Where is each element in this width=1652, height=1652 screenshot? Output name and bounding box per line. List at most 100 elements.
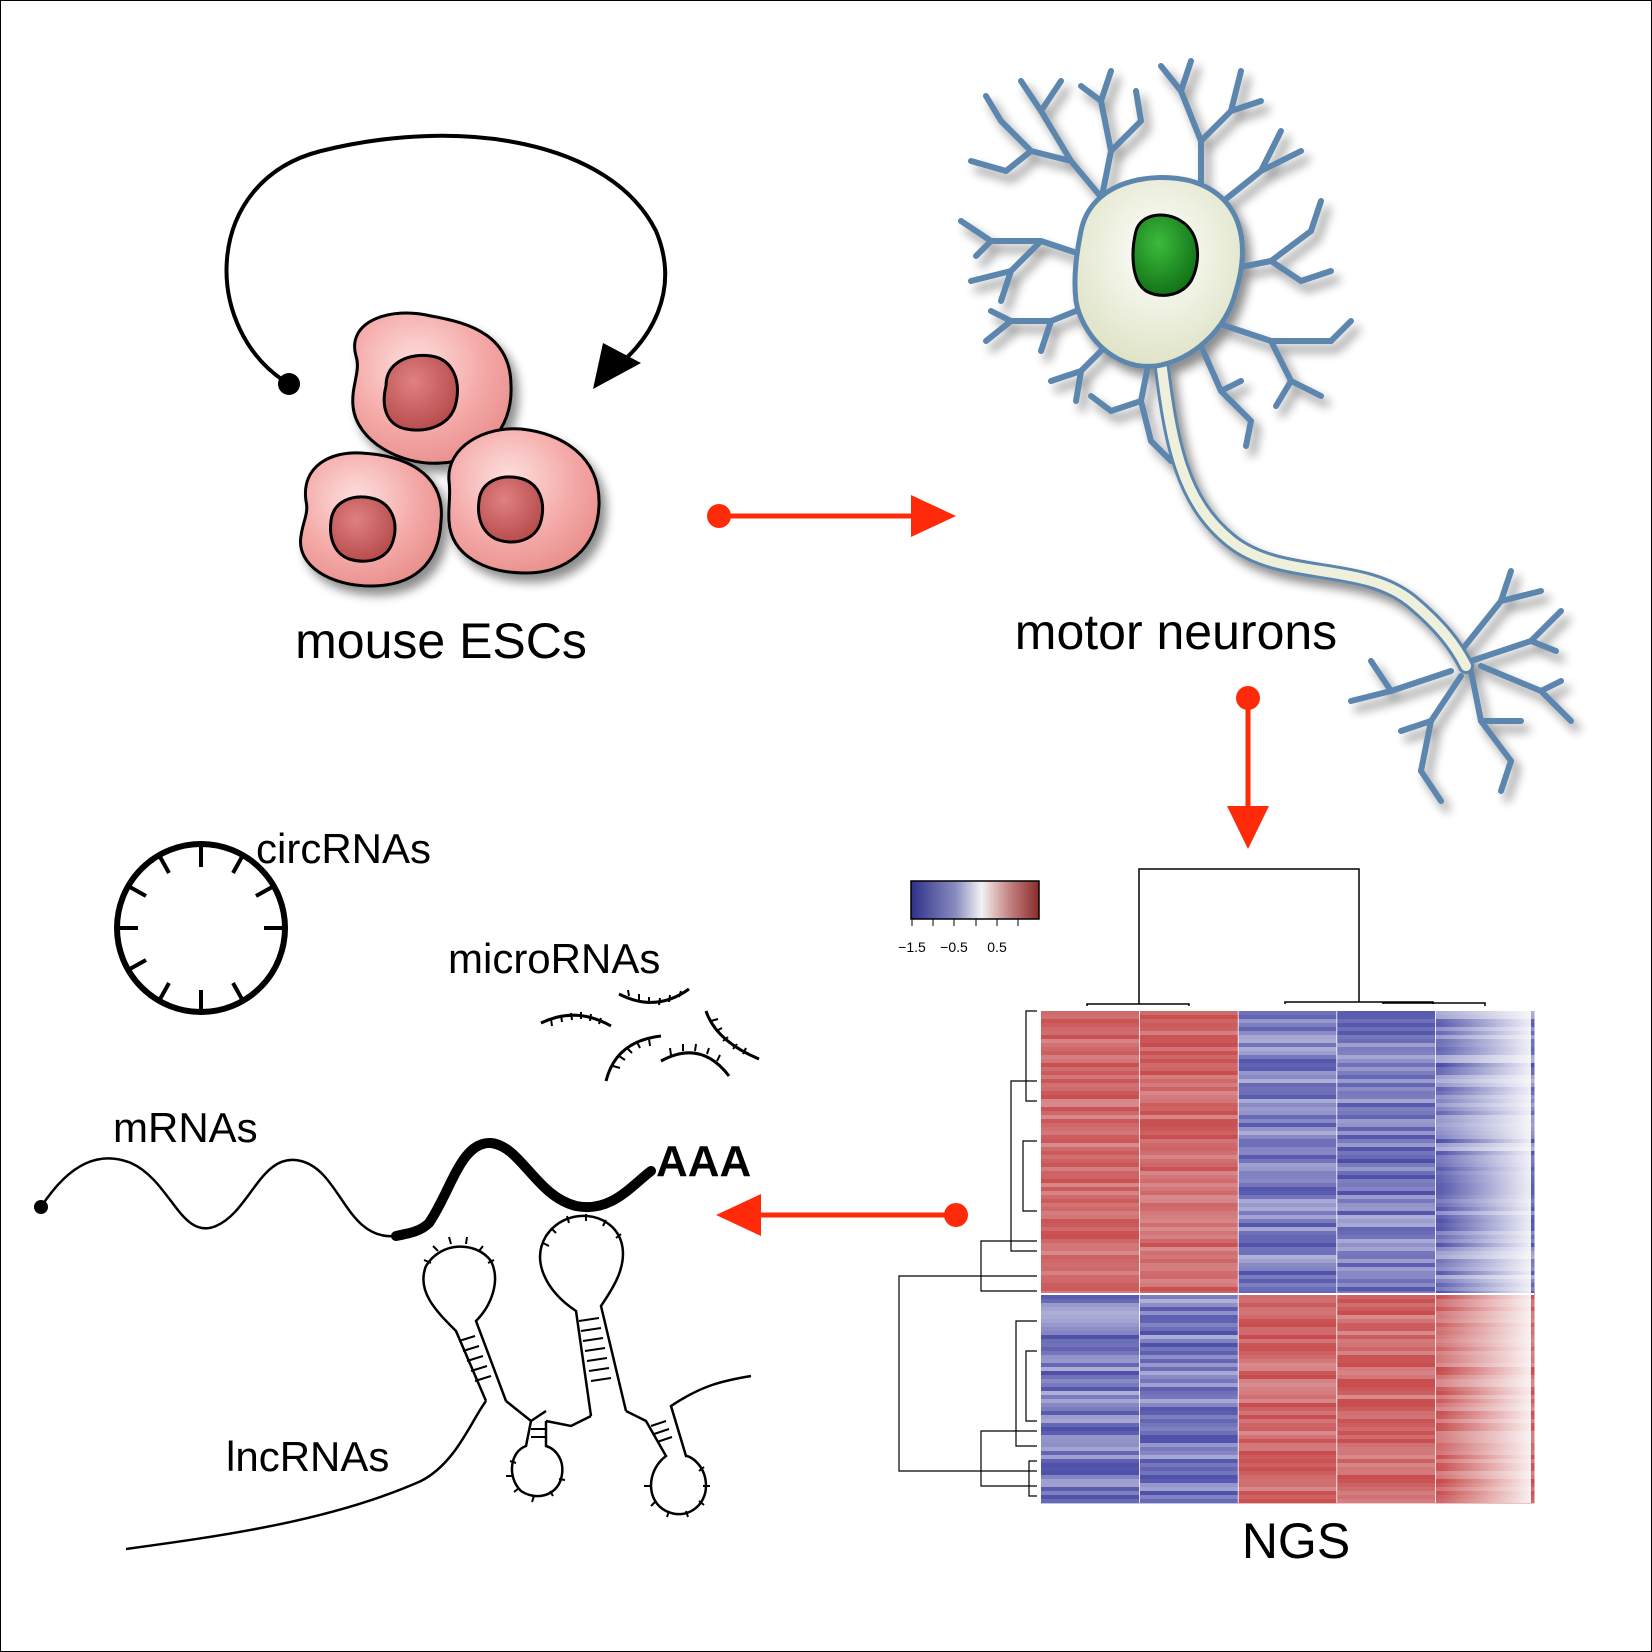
heatmap-stripe: [1139, 1043, 1239, 1048]
heatmap-stripe: [1238, 1243, 1338, 1248]
heatmap-stripe: [1139, 1307, 1239, 1312]
heatmap-stripe: [1336, 1095, 1436, 1100]
heatmap-stripe: [1336, 1067, 1436, 1072]
heatmap-stripe: [1238, 1163, 1338, 1168]
heatmap-stripe: [1238, 1031, 1338, 1036]
heatmap-stripe: [1139, 1263, 1239, 1268]
heatmap-stripe: [1139, 1175, 1239, 1180]
heatmap-stripe: [1139, 1191, 1239, 1196]
heatmap-stripe: [1041, 1487, 1141, 1492]
heatmap-stripe: [1336, 1235, 1436, 1240]
heatmap-stripe: [1336, 1123, 1436, 1128]
heatmap-stripe: [1139, 1411, 1239, 1416]
heatmap-stripe: [1238, 1379, 1338, 1384]
heatmap-stripe: [1139, 1239, 1239, 1244]
heatmap-stripe: [1238, 1255, 1338, 1260]
heatmap-stripe: [1238, 1111, 1338, 1116]
loop-arrowhead: [593, 343, 641, 389]
heatmap-stripe: [1139, 1167, 1239, 1172]
heatmap-stripe: [1336, 1379, 1436, 1384]
heatmap-stripe: [1336, 1395, 1436, 1400]
heatmap-stripe: [1041, 1279, 1141, 1284]
heatmap-stripe: [1139, 1463, 1239, 1468]
heatmap-stripe: [1139, 1347, 1239, 1352]
heatmap-stripe: [1336, 1083, 1436, 1088]
heatmap-stripe: [1041, 1015, 1141, 1020]
heatmap-stripe: [1336, 1059, 1436, 1064]
heatmap-stripe: [1041, 1247, 1141, 1252]
heatmap-fade: [1441, 1011, 1531, 1503]
heatmap-stripe: [1041, 1051, 1141, 1056]
heatmap-stripe: [1238, 1359, 1338, 1364]
heatmap-stripe: [1139, 1091, 1239, 1096]
heatmap-stripe: [1139, 1415, 1239, 1420]
color-key-tick-2: −0.5: [940, 939, 968, 955]
heatmap-stripe: [1238, 1263, 1338, 1268]
heatmap-stripe: [1336, 1231, 1436, 1236]
heatmap-stripe: [1041, 1483, 1141, 1488]
heatmap-stripe: [1041, 1215, 1141, 1220]
heatmap-stripe: [1139, 1011, 1239, 1016]
heatmap-stripe: [1139, 1023, 1239, 1028]
heatmap-stripe: [1041, 1263, 1141, 1268]
heatmap-stripe: [1041, 1443, 1141, 1448]
heatmap-stripe: [1238, 1483, 1338, 1488]
heatmap-stripe: [1238, 1199, 1338, 1204]
heatmap-stripe: [1336, 1147, 1436, 1152]
heatmap-stripe: [1238, 1399, 1338, 1404]
heatmap-stripe: [1041, 1403, 1141, 1408]
heatmap-stripe: [1336, 1199, 1436, 1204]
heatmap-stripe: [1336, 1403, 1436, 1408]
heatmap-stripe: [1238, 1327, 1338, 1332]
heatmap-stripe: [1238, 1223, 1338, 1228]
heatmap-stripe: [1238, 1219, 1338, 1224]
heatmap-stripe: [1139, 1095, 1239, 1100]
heatmap-stripe: [1041, 1219, 1141, 1224]
heatmap-stripe: [1041, 1071, 1141, 1076]
heatmap-stripe: [1041, 1319, 1141, 1324]
heatmap-stripe: [1139, 1375, 1239, 1380]
heatmap-stripe: [1041, 1195, 1141, 1200]
heatmap-stripe: [1041, 1335, 1141, 1340]
heatmap-stripe: [1139, 1251, 1239, 1256]
heatmap-stripe: [1139, 1371, 1239, 1376]
polya-tail-label: AAA: [656, 1137, 751, 1186]
heatmap-stripe: [1139, 1379, 1239, 1384]
heatmap-stripe: [1336, 1179, 1436, 1184]
heatmap-stripe: [1041, 1399, 1141, 1404]
heatmap-stripe: [1041, 1135, 1141, 1140]
heatmap-stripe: [1139, 1051, 1239, 1056]
heatmap-stripe: [1139, 1083, 1239, 1088]
heatmap-stripe: [1238, 1407, 1338, 1412]
heatmap-stripe: [1238, 1491, 1338, 1496]
heatmap-stripe: [1336, 1347, 1436, 1352]
heatmap-stripe: [1139, 1067, 1239, 1072]
heatmap-stripe: [1041, 1303, 1141, 1308]
heatmap-stripe: [1041, 1011, 1141, 1016]
heatmap-stripe: [1336, 1075, 1436, 1080]
heatmap-stripe: [1238, 1447, 1338, 1452]
heatmap-stripe: [1238, 1131, 1338, 1136]
heatmap-stripe: [1041, 1427, 1141, 1432]
heatmap-stripe: [1041, 1371, 1141, 1376]
heatmap-stripe: [1238, 1051, 1338, 1056]
heatmap-stripe: [1238, 1147, 1338, 1152]
heatmap-stripe: [1041, 1275, 1141, 1280]
color-key-bar: [910, 880, 1040, 920]
heatmap-stripe: [1336, 1111, 1436, 1116]
heatmap-stripe: [1238, 1395, 1338, 1400]
heatmap-stripe: [1041, 1463, 1141, 1468]
heatmap-stripe: [1238, 1427, 1338, 1432]
heatmap-stripe: [1238, 1419, 1338, 1424]
heatmap-stripe: [1336, 1099, 1436, 1104]
heatmap-stripe: [1041, 1331, 1141, 1336]
heatmap-stripe: [1238, 1083, 1338, 1088]
heatmap-stripe: [1336, 1311, 1436, 1316]
heatmap-stripe: [1336, 1355, 1436, 1360]
heatmap-stripe: [1336, 1367, 1436, 1372]
heatmap-stripe: [1139, 1115, 1239, 1120]
heatmap-stripe: [1238, 1487, 1338, 1492]
heatmap-stripe: [1041, 1459, 1141, 1464]
heatmap-stripe: [1041, 1147, 1141, 1152]
heatmap-stripe: [1041, 1415, 1141, 1420]
